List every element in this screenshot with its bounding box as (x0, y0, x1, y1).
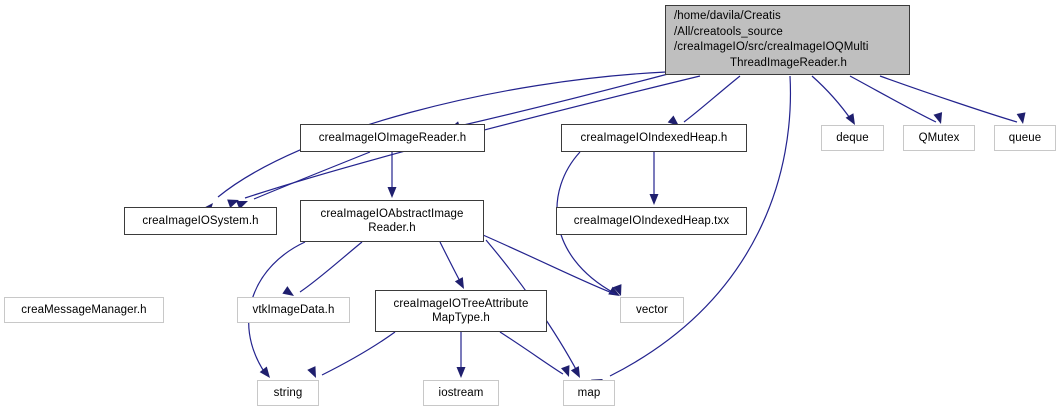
graph-arrowhead-root-to-queue (1016, 112, 1026, 124)
graph-node-deque[interactable]: deque (821, 125, 884, 151)
graph-node-qmutex[interactable]: QMutex (903, 125, 975, 151)
graph-node-label: vector (636, 304, 668, 316)
graph-node-queue[interactable]: queue (994, 125, 1056, 151)
graph-edge-root-to-imagereader (454, 73, 669, 128)
graph-arrowhead-indexedheap-to-indexedheaptxx (649, 194, 659, 205)
graph-node-abstract[interactable]: creaImageIOAbstractImage Reader.h (300, 200, 484, 242)
graph-arrowhead-imagereader-to-abstract (387, 187, 397, 198)
graph-node-label: iostream (438, 387, 484, 399)
graph-node-label: creaImageIOIndexedHeap.h (580, 132, 728, 144)
graph-edge-treeattr-to-string (321, 331, 396, 376)
graph-node-label: creaImageIOSystem.h (142, 215, 259, 227)
graph-edge-abstract-to-treeattr (439, 241, 463, 286)
graph-node-root[interactable]: /home/davila/Creatis /All/creatools_sour… (665, 5, 910, 75)
graph-node-messagemanager[interactable]: creaMessageManager.h (4, 297, 164, 323)
graph-edge-abstract-to-vector (482, 234, 616, 295)
graph-edge-imagereader-to-system (253, 151, 371, 200)
graph-node-label: vtkImageData.h (252, 304, 335, 316)
graph-node-vtkimagedata[interactable]: vtkImageData.h (237, 297, 350, 323)
graph-node-label: map (577, 387, 601, 399)
graph-node-label: creaMessageManager.h (21, 304, 147, 316)
graph-node-indexedheaptxx[interactable]: creaImageIOIndexedHeap.txx (556, 207, 747, 235)
graph-edge-root-to-indexedheap (683, 75, 741, 123)
graph-node-system[interactable]: creaImageIOSystem.h (124, 207, 277, 235)
graph-arrowhead-treeattr-to-string (307, 366, 316, 378)
graph-node-label: QMutex (918, 132, 960, 144)
graph-node-label-main: /home/davila/Creatis /All/creatools_sour… (674, 10, 869, 53)
graph-arrowhead-root-to-qmutex (933, 112, 943, 124)
graph-node-label: creaImageIOImageReader.h (318, 132, 467, 144)
graph-node-label: deque (836, 132, 869, 144)
graph-node-vector[interactable]: vector (620, 297, 684, 323)
graph-edge-abstract-to-vtkimagedata (299, 241, 363, 293)
graph-arrowhead-abstract-to-string (259, 366, 270, 378)
graph-edge-root-to-qmutex (849, 75, 937, 123)
graph-edge-root-to-deque (811, 75, 853, 122)
graph-node-label: creaImageIOIndexedHeap.txx (573, 215, 730, 227)
graph-arrowhead-treeattr-to-iostream (456, 367, 466, 378)
graph-node-label: creaImageIOAbstractImage Reader.h (320, 208, 464, 234)
graph-node-label: queue (1008, 132, 1042, 144)
graph-node-treeattr[interactable]: creaImageIOTreeAttribute MapType.h (375, 290, 547, 332)
graph-arrowhead-abstract-to-map (570, 366, 580, 378)
graph-edge-root-to-queue (879, 75, 1018, 123)
graph-edge-treeattr-to-map (499, 331, 564, 375)
graph-node-indexedheap[interactable]: creaImageIOIndexedHeap.h (561, 124, 747, 152)
graph-node-label: creaImageIOTreeAttribute MapType.h (393, 298, 529, 324)
graph-arrowhead-treeattr-to-map (561, 365, 570, 377)
graph-node-imagereader[interactable]: creaImageIOImageReader.h (300, 124, 485, 152)
graph-node-label: /home/davila/Creatis /All/creatools_sour… (674, 9, 903, 71)
graph-node-string[interactable]: string (257, 380, 319, 406)
graph-node-label: string (273, 387, 303, 399)
graph-node-map[interactable]: map (563, 380, 615, 406)
graph-arrowhead-abstract-to-vector (613, 284, 622, 296)
graph-node-label-lastline: ThreadImageReader.h (730, 56, 847, 69)
graph-node-iostream[interactable]: iostream (423, 380, 499, 406)
